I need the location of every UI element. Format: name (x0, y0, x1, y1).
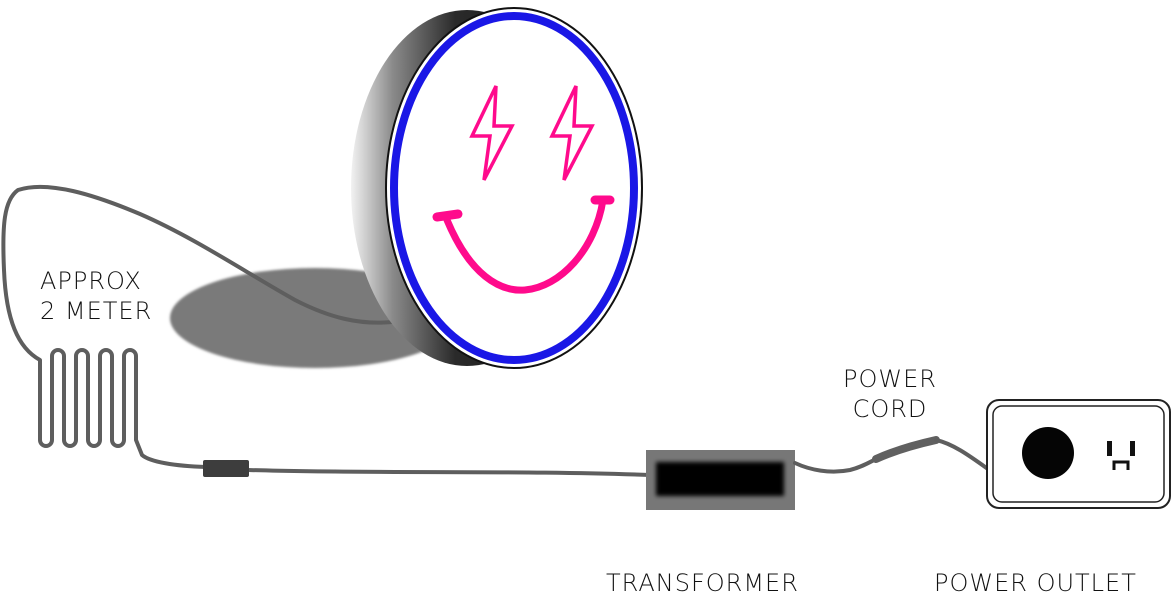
power-outlet-label: POWER OUTLET (934, 569, 1137, 597)
cable-length-line1: APPROX (40, 267, 142, 295)
outlet-slot-left (1107, 441, 1112, 456)
power-cord-line2: CORD (852, 395, 928, 423)
outlet-ground-hole (1112, 460, 1130, 470)
power-cord-line1: POWER (843, 365, 937, 393)
neon-sign-face (385, 7, 643, 369)
sign-ring (390, 12, 638, 364)
outlet-slot-right (1130, 441, 1135, 456)
power-cord (793, 456, 880, 474)
sign-cable (1, 184, 652, 477)
outlet-plate-outer (986, 399, 1171, 509)
transformer-inner (656, 462, 784, 496)
power-cord-plug (872, 436, 940, 463)
cable-length-line2: 2 METER (40, 297, 153, 325)
lightning-bolt-icon (469, 85, 515, 181)
cable-length-label: APPROX 2 METER (40, 266, 152, 326)
power-cord-label: POWER CORD (822, 364, 958, 424)
smile-icon (443, 196, 607, 294)
cable-connector (203, 460, 249, 477)
outlet-plate-inner (992, 405, 1165, 503)
outlet-plug-head (1022, 427, 1074, 479)
transformer-label: TRANSFORMER (606, 569, 799, 597)
lightning-bolt-icon (549, 85, 595, 181)
